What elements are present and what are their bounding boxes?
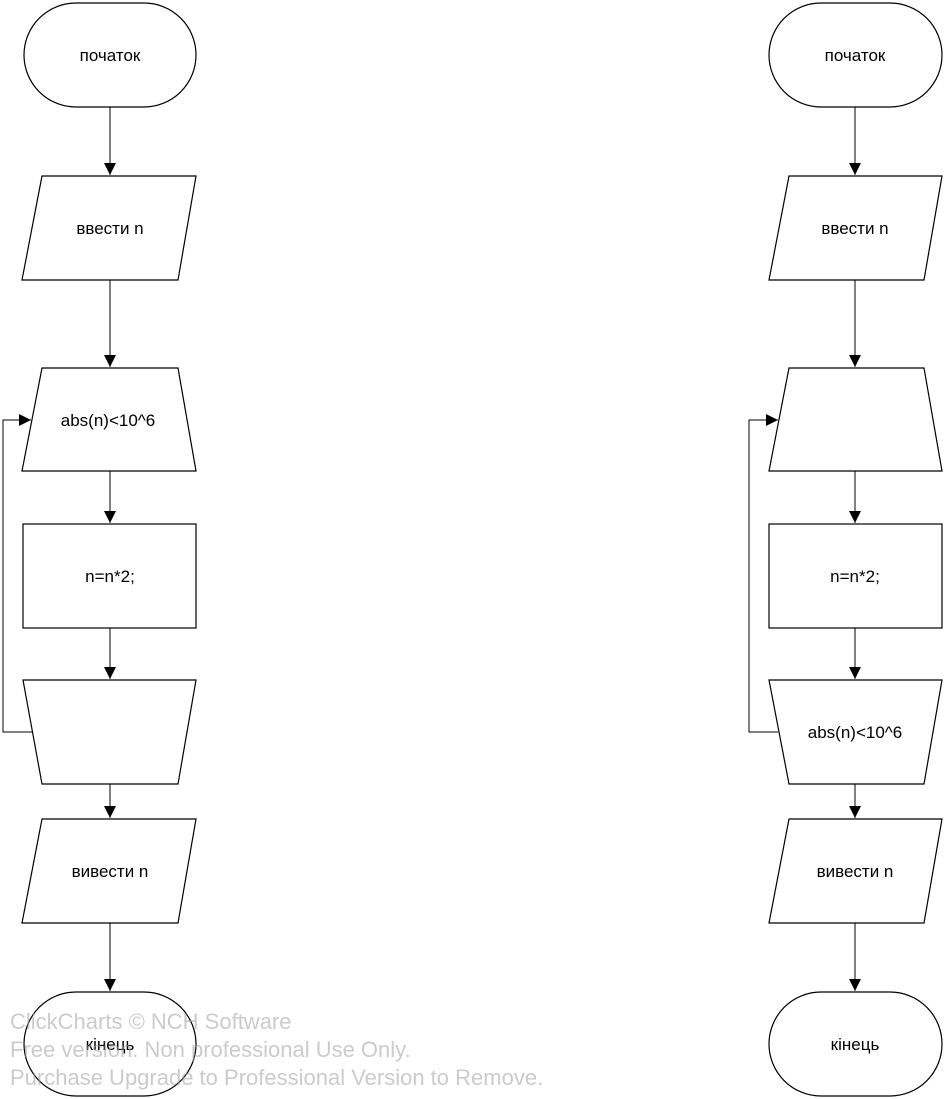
right-end-terminator[interactable] — [768, 991, 943, 1097]
left-input-parallelogram[interactable] — [21, 175, 197, 281]
right-input-parallelogram[interactable] — [768, 175, 943, 281]
right-output-label: вивести n — [817, 862, 894, 881]
right-output-parallelogram[interactable] — [768, 818, 943, 924]
right-process-box[interactable] — [768, 523, 943, 629]
left-process-label: n=n*2; — [85, 567, 135, 586]
right-process-label: n=n*2; — [830, 567, 880, 586]
left-loop-end-trapezoid[interactable] — [22, 679, 197, 785]
right-loop-end-label: abs(n)<10^6 — [808, 723, 902, 742]
left-loop-back-connector — [2, 414, 32, 733]
left-end-label: кінець — [86, 1035, 135, 1054]
right-end-label: кінець — [831, 1035, 880, 1054]
right-start-label: початок — [825, 46, 886, 65]
left-loop-start-label: abs(n)<10^6 — [61, 411, 155, 430]
left-process-box[interactable] — [22, 523, 197, 629]
right-loop-start-trapezoid[interactable] — [768, 367, 943, 472]
left-start-label: початок — [80, 46, 141, 65]
right-flowchart: початок ввести n n=n*2; abs(n)<10^6 виве… — [748, 2, 943, 1097]
right-loop-back-connector — [748, 414, 778, 733]
left-loop-start-trapezoid[interactable] — [21, 367, 197, 472]
left-output-parallelogram[interactable] — [21, 818, 197, 924]
left-output-label: вивести n — [72, 862, 149, 881]
right-input-label: ввести n — [821, 219, 888, 238]
left-input-label: ввести n — [76, 219, 143, 238]
left-flowchart: початок ввести n abs(n)<10^6 n=n*2; виве… — [2, 2, 197, 1097]
left-end-terminator[interactable] — [23, 991, 197, 1097]
right-loop-end-trapezoid[interactable] — [768, 679, 943, 785]
